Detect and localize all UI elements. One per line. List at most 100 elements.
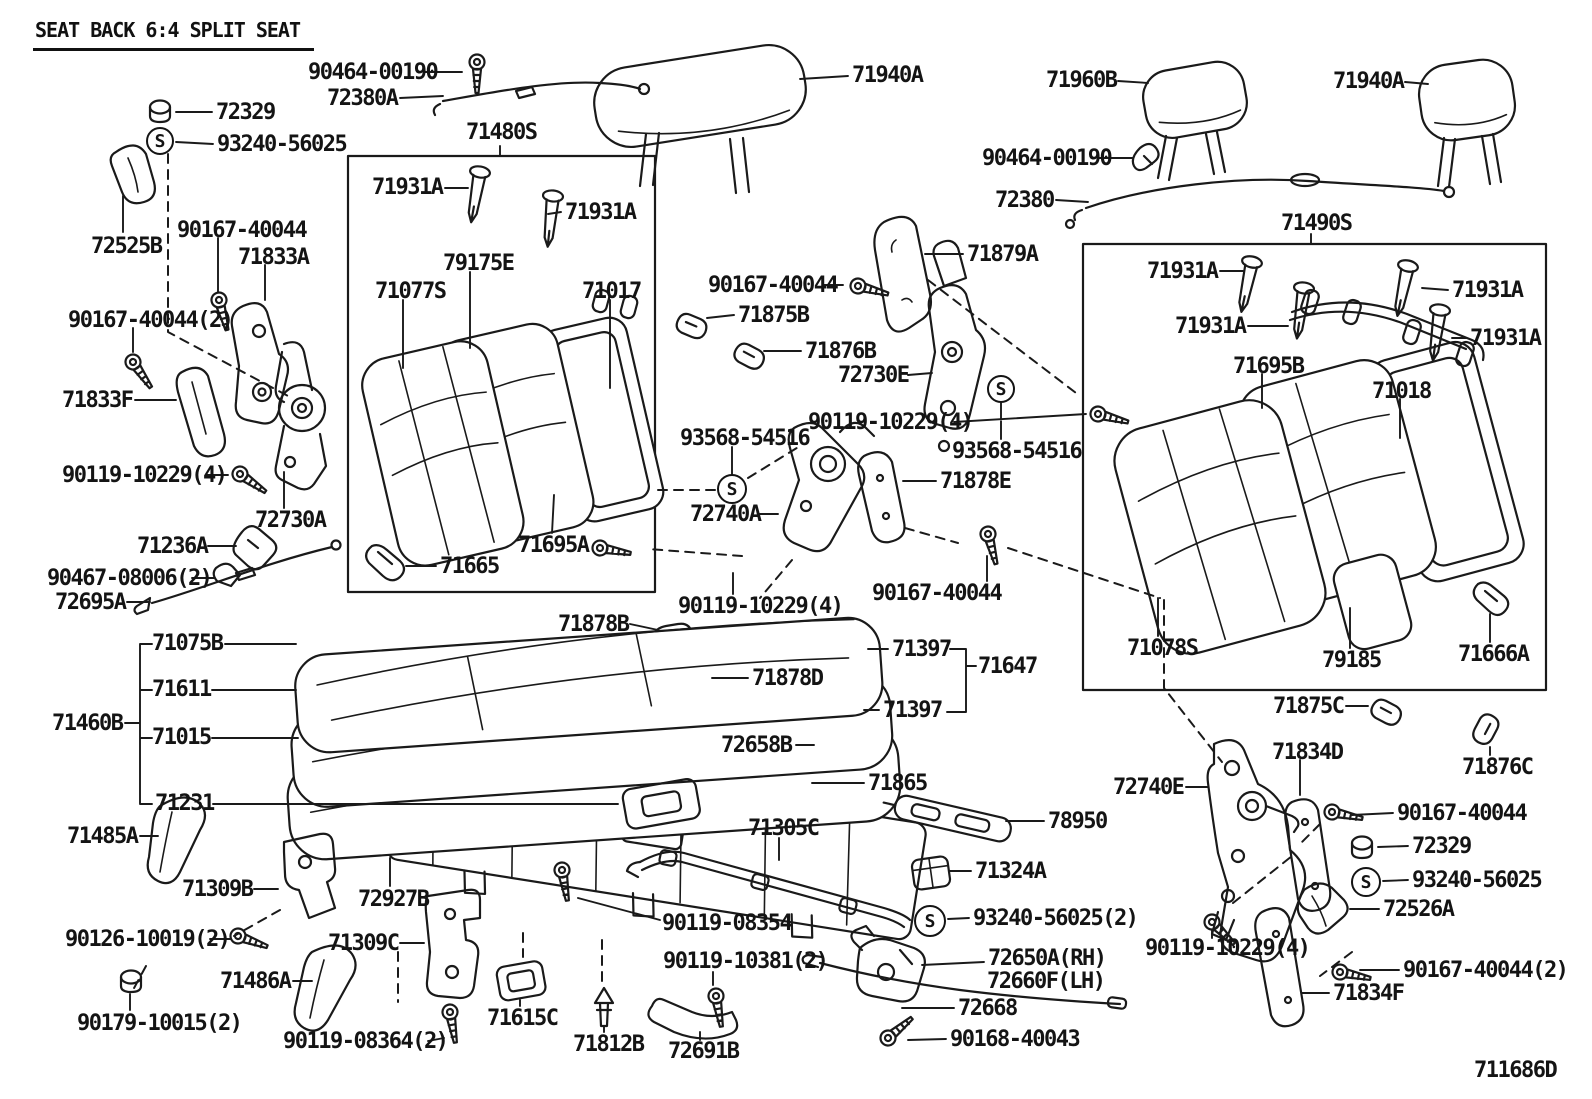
part-label: 71665 [440, 554, 500, 579]
shield-71834F [1254, 907, 1305, 1028]
right-parts-box [1081, 242, 1548, 692]
part-label: 71309B [182, 877, 254, 902]
part-label: 71931A [1147, 259, 1219, 284]
part-label: 79185 [1322, 648, 1382, 673]
part-label: 71309C [328, 931, 400, 956]
diagram-code: 711686D [1474, 1058, 1558, 1083]
knob-72525B [109, 144, 156, 205]
part-label: 72695A [55, 590, 127, 615]
part-label: 72650A(RH) [988, 946, 1107, 971]
part-label: 71876C [1462, 755, 1534, 780]
part-label: 90464-00190 [982, 146, 1113, 171]
part-label: 71078S [1127, 636, 1199, 661]
part-label: 71647 [978, 654, 1038, 679]
page-title: SEAT BACK 6:4 SPLIT SEAT [33, 20, 314, 51]
part-label: 71834F [1333, 981, 1405, 1006]
nut-72329-left [148, 99, 172, 124]
headrest-left [593, 43, 807, 195]
left-parts-box [346, 154, 657, 594]
part-label: 71397 [883, 698, 943, 723]
part-label: 71666A [1458, 642, 1530, 667]
latch-72650A [850, 924, 926, 1003]
shield-71833F [175, 366, 227, 458]
hook-71665 [365, 544, 406, 582]
recliner-72730E [923, 239, 987, 453]
part-label: 71695A [518, 533, 590, 558]
part-label: 71017 [582, 279, 642, 304]
latch-72740A [782, 421, 876, 553]
part-label: 71865 [868, 771, 928, 796]
part-label: 71940A [1333, 69, 1405, 94]
strap-78950 [882, 794, 1012, 843]
headrest-lock-clip-right [1131, 142, 1160, 172]
part-label: 72730A [255, 508, 327, 533]
part-label: 71940A [852, 63, 924, 88]
bolt-90119-left [228, 462, 271, 500]
seatback-cover-71077S [361, 340, 525, 567]
part-label: 71695B [1233, 354, 1305, 379]
part-label: 71231 [155, 791, 215, 816]
strap-72691B [647, 997, 739, 1040]
pin-71812B [593, 986, 615, 1028]
headrest-guide-71931A [1230, 253, 1265, 316]
part-label: 71875C [1273, 694, 1345, 719]
part-label: 71931A [1470, 326, 1542, 351]
leader-lines [122, 71, 1491, 1042]
part-label: 90119-08354 [662, 911, 793, 936]
shield-71485A [146, 796, 207, 885]
part-label: 93240-56025(2) [973, 906, 1139, 931]
part-label: 71611 [152, 677, 212, 702]
headrest-right [1417, 58, 1517, 189]
part-label: 72691B [668, 1039, 740, 1064]
part-label: 90167-40044 [1397, 801, 1528, 826]
bolt-90119-mid [1087, 403, 1131, 431]
part-label: 72660F(LH) [987, 969, 1106, 994]
pad-71615C [495, 960, 547, 1002]
recliner-72740E [1206, 739, 1307, 963]
s-marker: S [914, 905, 946, 937]
pad-71231 [621, 778, 701, 830]
hook-90467 [212, 562, 242, 588]
part-label: 71876B [805, 339, 877, 364]
part-label: 93568-54516 [952, 439, 1083, 464]
part-label: 90167-40044 [177, 218, 308, 243]
part-label: 90119-10229(4) [678, 594, 844, 619]
part-label: 72329 [1412, 834, 1472, 859]
part-label: 90167-40044(2) [1403, 958, 1569, 983]
block-71324A [910, 855, 952, 891]
part-label: 90119-10229(4) [808, 410, 974, 435]
bolt-90119-08354 [552, 860, 576, 903]
part-label: 71305C [748, 816, 820, 841]
part-label: 90464-00190 [308, 60, 439, 85]
headrest-lock-screw [468, 53, 486, 95]
part-label: 71875B [738, 303, 810, 328]
part-label: 71931A [1175, 314, 1247, 339]
headrest-middle [1142, 60, 1248, 182]
part-label: 72740E [1113, 775, 1185, 800]
part-label: 71397 [892, 637, 952, 662]
seat-cover-71075B [294, 616, 884, 754]
part-label: 71879A [967, 242, 1039, 267]
part-label: 72927B [358, 887, 430, 912]
part-label: 71015 [152, 725, 212, 750]
bracket-71309B [282, 832, 337, 920]
part-label: 71324A [975, 859, 1047, 884]
clip-71875C [1368, 695, 1404, 730]
part-label: 71812B [573, 1032, 645, 1057]
part-label: 71075B [152, 631, 224, 656]
part-label: 71878D [752, 666, 824, 691]
part-label: 72526A [1383, 897, 1455, 922]
part-label: 71018 [1372, 379, 1432, 404]
part-label: 90168-40043 [950, 1027, 1081, 1052]
part-label: 90119-10229(4) [62, 463, 228, 488]
headrest-guide-71931A [460, 163, 492, 226]
s-marker: S [987, 375, 1015, 403]
clip-71876B [731, 339, 767, 374]
clip-71875B [673, 308, 710, 344]
part-label: 71486A [220, 969, 292, 994]
part-label: 90467-08006(2) [47, 566, 213, 591]
headrest-cable-right [1064, 172, 1456, 230]
shield-71879A [873, 215, 933, 333]
